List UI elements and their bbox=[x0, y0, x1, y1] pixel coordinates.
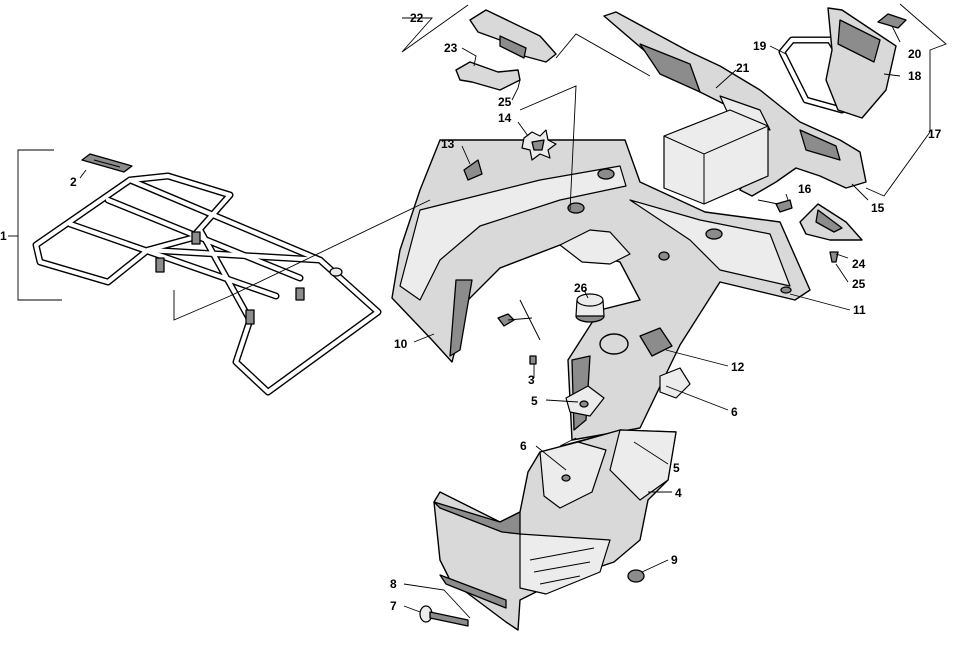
callout-25-lower: 25 bbox=[852, 277, 866, 291]
fender-push-rivet[interactable] bbox=[497, 299, 541, 365]
fender-cap-grommet[interactable] bbox=[575, 293, 629, 355]
callout-8: 8 bbox=[390, 577, 397, 591]
callout-14: 14 bbox=[498, 111, 512, 125]
taillight-screw[interactable] bbox=[829, 251, 839, 263]
callout-1: 1 bbox=[0, 229, 7, 243]
callout-22: 22 bbox=[410, 11, 424, 25]
callout-12: 12 bbox=[731, 360, 745, 374]
callout-6-lower: 6 bbox=[520, 439, 527, 453]
callout-26: 26 bbox=[574, 281, 588, 295]
callout-5-lower: 5 bbox=[673, 461, 680, 475]
callout-3: 3 bbox=[528, 373, 535, 387]
callout-5-upper: 5 bbox=[531, 394, 538, 408]
fender-emblem[interactable] bbox=[463, 159, 483, 181]
callout-20: 20 bbox=[908, 47, 922, 61]
callout-23: 23 bbox=[444, 41, 458, 55]
callout-2: 2 bbox=[70, 175, 77, 189]
callout-18: 18 bbox=[908, 69, 922, 83]
warning-decal[interactable] bbox=[639, 327, 673, 357]
callout-9: 9 bbox=[671, 553, 678, 567]
callout-6-right: 6 bbox=[731, 405, 738, 419]
callout-17: 17 bbox=[928, 127, 942, 141]
drain-plug[interactable] bbox=[627, 569, 645, 583]
hitch-clip[interactable] bbox=[455, 61, 521, 91]
callout-24: 24 bbox=[852, 257, 866, 271]
callout-15: 15 bbox=[871, 201, 885, 215]
rear-rack[interactable] bbox=[32, 172, 382, 396]
callout-10: 10 bbox=[394, 337, 408, 351]
storage-box[interactable] bbox=[663, 109, 769, 205]
fender-starburst-decal[interactable] bbox=[521, 129, 557, 161]
callout-21: 21 bbox=[736, 61, 750, 75]
hitch-bracket[interactable] bbox=[469, 9, 557, 63]
callout-leaders bbox=[8, 3, 947, 619]
rear-cover[interactable] bbox=[825, 7, 897, 119]
taillight-housing[interactable] bbox=[799, 203, 863, 241]
footwell-rivet[interactable] bbox=[419, 605, 469, 627]
callout-4: 4 bbox=[675, 486, 682, 500]
callout-13: 13 bbox=[441, 137, 455, 151]
callout-7: 7 bbox=[390, 599, 397, 613]
tag-plate[interactable] bbox=[877, 13, 907, 29]
fender-pad-lower[interactable] bbox=[565, 385, 605, 417]
rear-footwell[interactable] bbox=[433, 429, 677, 631]
callout-16: 16 bbox=[798, 182, 812, 196]
callout-19: 19 bbox=[753, 39, 767, 53]
callout-11: 11 bbox=[853, 303, 866, 317]
rear-fender[interactable] bbox=[391, 139, 811, 441]
fender-pad-right[interactable] bbox=[659, 367, 691, 399]
fascia-screw[interactable] bbox=[757, 199, 793, 213]
rack-decal[interactable] bbox=[81, 153, 133, 173]
callout-labels: 1 2 3 4 5 5 6 6 7 8 9 10 11 12 13 14 15 … bbox=[0, 11, 942, 613]
callout-25-upper: 25 bbox=[498, 95, 512, 109]
